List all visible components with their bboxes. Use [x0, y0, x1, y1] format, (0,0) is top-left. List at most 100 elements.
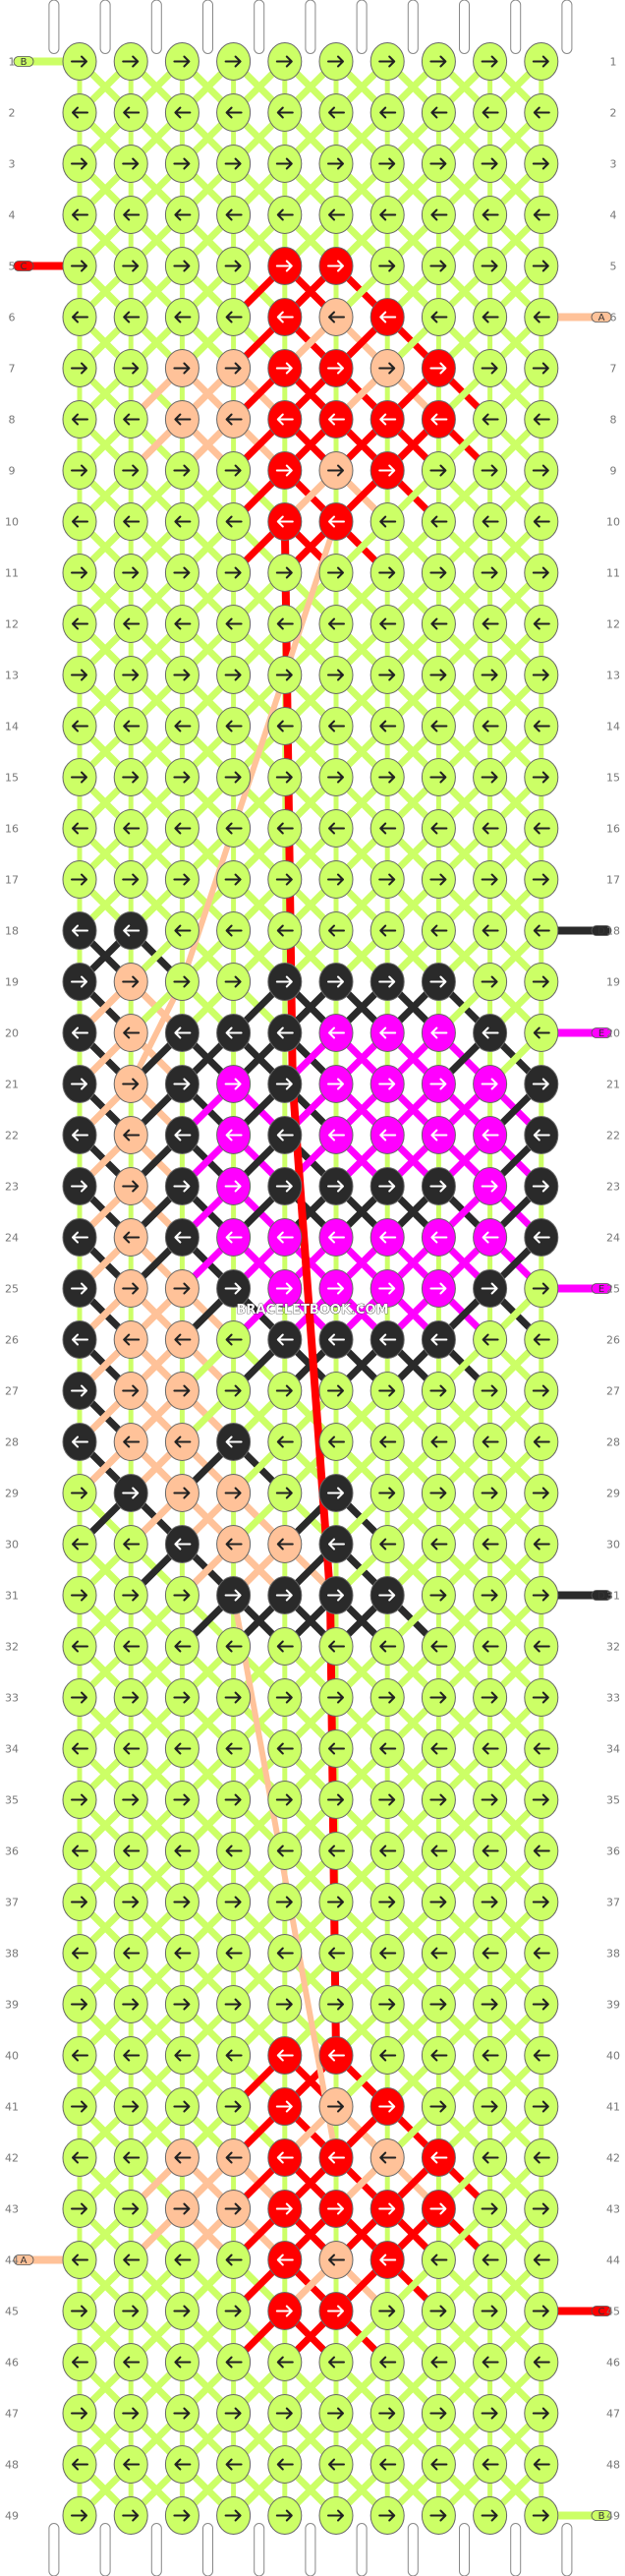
- left-arrow-icon: [225, 822, 243, 835]
- knot: [164, 1320, 199, 1359]
- right-arrow-icon: [429, 1487, 447, 1499]
- right-arrow-icon: [327, 1998, 344, 2011]
- knot: [164, 349, 199, 387]
- left-arrow-icon: [225, 2356, 243, 2369]
- knot: [473, 2138, 508, 2177]
- right-arrow-icon: [378, 1078, 396, 1090]
- right-arrow-icon: [173, 2407, 191, 2420]
- knot: [216, 1729, 252, 1768]
- knot: [267, 1525, 303, 1563]
- right-arrow-icon: [327, 2100, 344, 2113]
- knot: [369, 758, 405, 796]
- knot: [473, 196, 508, 234]
- row-number-right: 37: [606, 1897, 620, 1909]
- right-arrow-icon: [378, 1282, 396, 1295]
- knot: [473, 2190, 508, 2228]
- knot: [113, 93, 148, 132]
- strand-end-letter: A: [598, 313, 605, 323]
- knot: [216, 196, 252, 234]
- knot: [473, 2343, 508, 2381]
- knot: [369, 2292, 405, 2330]
- left-arrow-icon: [225, 720, 243, 732]
- right-arrow-icon: [327, 2509, 344, 2522]
- knot: [524, 707, 559, 745]
- right-arrow-icon: [275, 1384, 293, 1397]
- left-arrow-icon: [328, 208, 345, 221]
- left-arrow-icon: [482, 822, 499, 835]
- knot: [216, 1781, 252, 1819]
- knot: [62, 2343, 97, 2381]
- knot: [318, 1781, 354, 1819]
- right-arrow-icon: [275, 1487, 293, 1499]
- right-arrow-icon: [275, 260, 293, 272]
- knot: [62, 145, 97, 183]
- watermark: BRACELETBOOK.COM: [237, 1303, 389, 1317]
- knot: [524, 247, 559, 285]
- right-arrow-icon: [532, 1589, 549, 1602]
- knot: [267, 963, 303, 1001]
- right-arrow-icon: [122, 669, 140, 681]
- left-arrow-icon: [123, 617, 141, 630]
- knot: [524, 1372, 559, 1410]
- knot: [113, 1065, 148, 1103]
- row-number-right: 26: [606, 1334, 620, 1347]
- knot: [421, 400, 456, 439]
- knot: [421, 1883, 456, 1921]
- right-arrow-icon: [173, 2202, 191, 2215]
- knot: [164, 145, 199, 183]
- knot: [473, 1014, 508, 1052]
- knot: [164, 2496, 199, 2535]
- left-arrow-icon: [72, 2049, 88, 2062]
- right-arrow-icon: [429, 873, 447, 886]
- row-number-left: 9: [9, 465, 16, 478]
- knot: [216, 963, 252, 1001]
- knot: [164, 1781, 199, 1819]
- left-arrow-icon: [123, 720, 141, 732]
- left-arrow-icon: [328, 1538, 345, 1551]
- left-arrow-icon: [482, 208, 499, 221]
- knot: [62, 2445, 97, 2484]
- row-number-left: 41: [5, 2101, 19, 2114]
- knot: [216, 145, 252, 183]
- left-arrow-icon: [225, 924, 243, 937]
- knot: [473, 809, 508, 848]
- knot: [113, 911, 148, 950]
- left-arrow-icon: [72, 208, 88, 221]
- row-number-left: 13: [5, 670, 19, 682]
- right-arrow-icon: [275, 1589, 293, 1602]
- left-arrow-icon: [72, 515, 88, 528]
- left-arrow-icon: [72, 1538, 88, 1551]
- row-number-left: 10: [5, 516, 19, 529]
- right-arrow-icon: [173, 975, 191, 988]
- right-arrow-icon: [224, 55, 242, 68]
- knot: [421, 911, 456, 950]
- knot: [473, 1934, 508, 1972]
- knot: [216, 554, 252, 592]
- knot: [267, 1014, 303, 1052]
- right-arrow-icon: [122, 1793, 140, 1806]
- right-arrow-icon: [481, 1589, 498, 1602]
- left-arrow-icon: [430, 2458, 448, 2471]
- right-arrow-icon: [71, 157, 87, 170]
- knot: [421, 1576, 456, 1614]
- knot: [164, 2292, 199, 2330]
- knot: [62, 1474, 97, 1512]
- knot: [62, 42, 97, 81]
- knot: [421, 707, 456, 745]
- right-arrow-icon: [275, 1282, 293, 1295]
- strand-bottom-end: [99, 2523, 111, 2576]
- knot: [524, 1065, 559, 1103]
- knot: [473, 451, 508, 490]
- knot: [62, 605, 97, 643]
- row-number-right: 25: [606, 1283, 620, 1296]
- knot: [473, 145, 508, 183]
- row-number-left: 45: [5, 2306, 19, 2318]
- right-arrow-icon: [378, 1691, 396, 1704]
- knot: [113, 2496, 148, 2535]
- knot: [524, 502, 559, 541]
- left-arrow-icon: [430, 413, 448, 426]
- right-arrow-icon: [378, 1384, 396, 1397]
- knot: [267, 2292, 303, 2330]
- knot: [113, 298, 148, 336]
- right-arrow-icon: [429, 464, 447, 477]
